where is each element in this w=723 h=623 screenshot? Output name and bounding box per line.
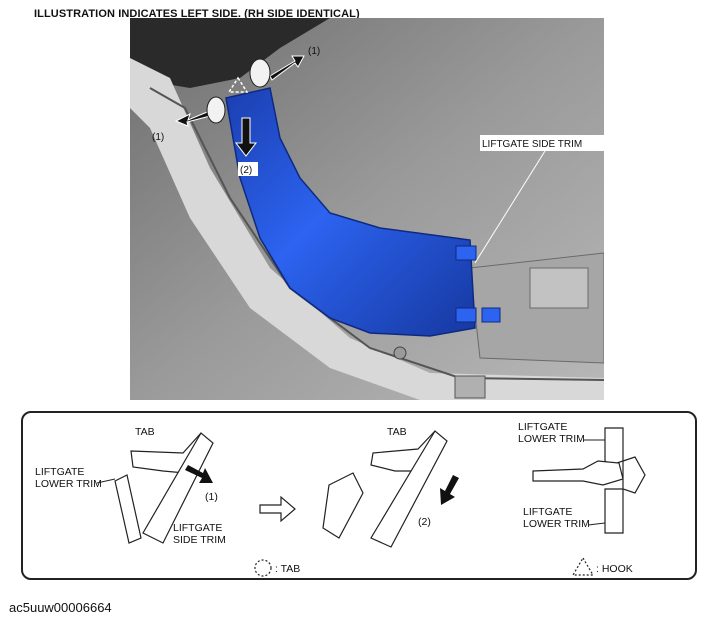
tab-clip bbox=[206, 96, 226, 124]
detail-figure-2: TAB (2) bbox=[322, 426, 459, 548]
fig3-upper-label-1: LIFTGATE bbox=[518, 421, 567, 433]
detail-figure-3: LIFTGATE LOWER TRIM LIFTGATE LOWER TRIM bbox=[518, 421, 646, 534]
arrow-down bbox=[234, 117, 258, 157]
dark-opening bbox=[130, 18, 330, 88]
fig3-upper-trim bbox=[604, 427, 624, 466]
fig1-lower-trim-label-2: LOWER TRIM bbox=[35, 478, 102, 490]
fig1-leader bbox=[96, 478, 116, 484]
fig1-side-trim-label-1: LIFTGATE bbox=[173, 522, 222, 534]
fig3-panel bbox=[622, 456, 646, 494]
liftgate-frame-edge bbox=[130, 58, 604, 400]
trim-clip bbox=[455, 307, 477, 323]
fig2-lower-trim bbox=[322, 472, 364, 539]
panel-opening bbox=[529, 267, 589, 309]
callout-2: (2) bbox=[240, 165, 252, 176]
fig3-hook bbox=[532, 460, 624, 486]
figure-id: ac5uuw00006664 bbox=[9, 600, 112, 615]
liftgate-side-trim-label: LIFTGATE SIDE TRIM bbox=[482, 139, 582, 150]
fig1-lower-trim bbox=[114, 474, 142, 544]
tab-legend-label: : TAB bbox=[275, 563, 300, 575]
callout-1-top: (1) bbox=[308, 46, 320, 57]
fig3-leader-lower bbox=[587, 522, 606, 526]
fig3-upper-label-2: LOWER TRIM bbox=[518, 433, 585, 445]
detail-drawings: TAB LIFTGATE LOWER TRIM (1) LIFTGATE SID… bbox=[35, 421, 646, 577]
tab-legend-icon bbox=[254, 559, 272, 577]
liftgate-illustration: (1) (1) (2) LIFTGATE SIDE TRIM bbox=[130, 18, 604, 400]
fig2-step: (2) bbox=[418, 516, 431, 528]
fig3-lower-label-1: LIFTGATE bbox=[523, 506, 572, 518]
fig1-arrow bbox=[185, 465, 213, 483]
fig1-tab-label: TAB bbox=[135, 426, 155, 438]
illustration-note: ILLUSTRATION INDICATES LEFT SIDE. (RH SI… bbox=[34, 8, 360, 20]
trim-clip bbox=[455, 245, 477, 261]
fig3-lower-trim bbox=[604, 488, 624, 534]
fig2-tab-label: TAB bbox=[387, 426, 407, 438]
detail-panel: TAB LIFTGATE LOWER TRIM (1) LIFTGATE SID… bbox=[21, 411, 697, 580]
fig1-side-trim-label-2: SIDE TRIM bbox=[173, 534, 226, 546]
arrow-up-right bbox=[269, 55, 305, 81]
fig1-step: (1) bbox=[205, 491, 218, 503]
fig1-side-trim bbox=[142, 432, 214, 544]
hook-legend-icon bbox=[571, 556, 595, 576]
detail-figure-1: TAB LIFTGATE LOWER TRIM (1) LIFTGATE SID… bbox=[35, 426, 226, 546]
leader-line bbox=[474, 150, 546, 264]
fig2-arrow bbox=[440, 475, 459, 505]
callout-1-left: (1) bbox=[152, 132, 164, 143]
tab-clip bbox=[249, 58, 271, 88]
hinge bbox=[454, 375, 486, 399]
trim-clip bbox=[481, 307, 501, 323]
sequence-arrow bbox=[259, 495, 296, 523]
hook-marker bbox=[227, 76, 249, 93]
liftgate-side-trim-part bbox=[225, 87, 476, 337]
hook-legend-label: : HOOK bbox=[596, 563, 633, 575]
fig3-lower-label-2: LOWER TRIM bbox=[523, 518, 590, 530]
panel-bolt bbox=[393, 346, 407, 360]
fig1-lower-trim-label-1: LIFTGATE bbox=[35, 466, 84, 478]
fig2-side-trim bbox=[370, 430, 448, 548]
